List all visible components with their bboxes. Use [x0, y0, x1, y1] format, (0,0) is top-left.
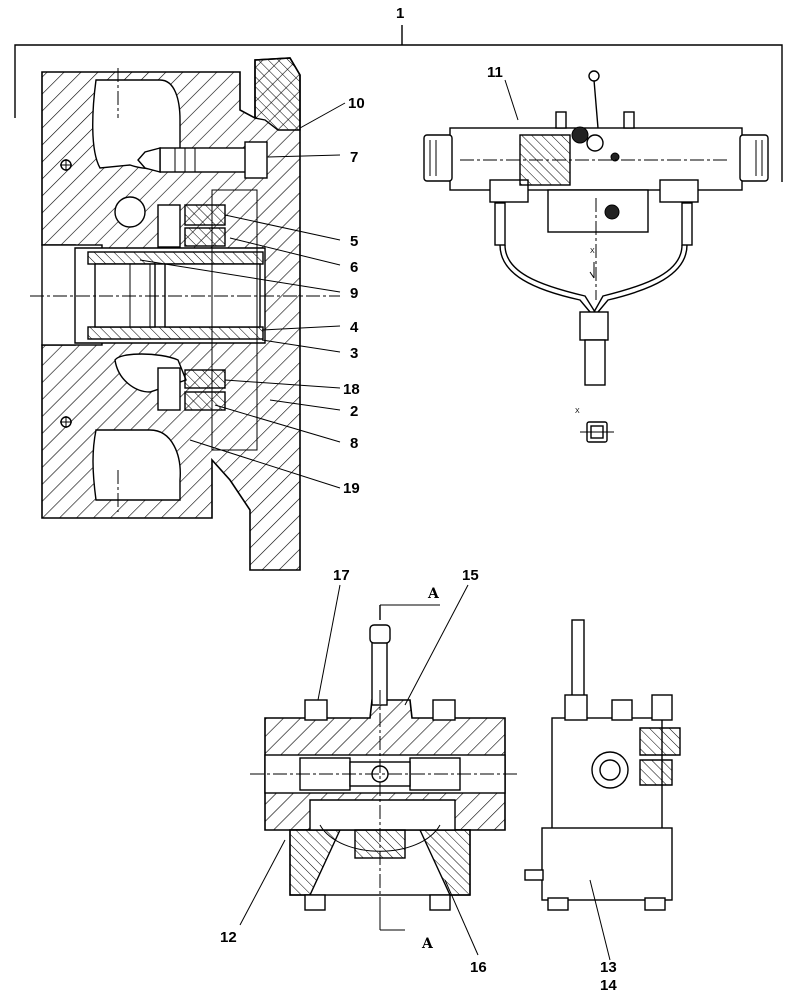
leader-11 — [504, 79, 519, 121]
callout-13: 13 — [600, 959, 617, 976]
mount-hole-bottom — [60, 416, 72, 428]
leader-13-14 — [589, 879, 611, 961]
mount-hole-top — [60, 159, 72, 171]
callout-16: 16 — [470, 959, 487, 976]
callout-10: 10 — [348, 95, 365, 112]
callout-7: 7 — [350, 149, 358, 166]
callout-2: 2 — [350, 403, 358, 420]
section-a-markers: A A — [421, 586, 440, 952]
valve-block-section — [250, 604, 520, 931]
assembly-bracket — [14, 25, 783, 182]
svg-text:X: X — [590, 248, 595, 255]
callout-17: 17 — [333, 567, 350, 584]
callout-18: 18 — [343, 381, 360, 398]
valve-side-view — [524, 619, 681, 911]
view-x-marker: X X — [575, 248, 614, 443]
callout-14: 14 — [600, 977, 617, 994]
callout-8: 8 — [350, 435, 358, 452]
callout-4: 4 — [350, 319, 359, 336]
callout-11: 11 — [487, 64, 503, 81]
callout-labels: 1 10 7 5 6 9 4 3 18 2 8 19 11 17 15 12 1… — [220, 5, 617, 994]
solenoid-valve-assembly — [423, 70, 769, 386]
housing-cross-section — [30, 57, 340, 571]
callout-6: 6 — [350, 259, 358, 276]
callout-9: 9 — [350, 285, 358, 302]
callout-12: 12 — [220, 929, 237, 946]
leaders-bottom-middle — [239, 584, 479, 956]
svg-text:A: A — [427, 586, 440, 602]
callout-19: 19 — [343, 480, 360, 497]
callout-1: 1 — [396, 5, 404, 22]
callout-5: 5 — [350, 233, 358, 250]
callout-15: 15 — [462, 567, 479, 584]
leaders-upper-left — [139, 102, 346, 489]
callout-3: 3 — [350, 345, 358, 362]
svg-text:A: A — [421, 936, 434, 952]
svg-text:X: X — [575, 408, 580, 415]
